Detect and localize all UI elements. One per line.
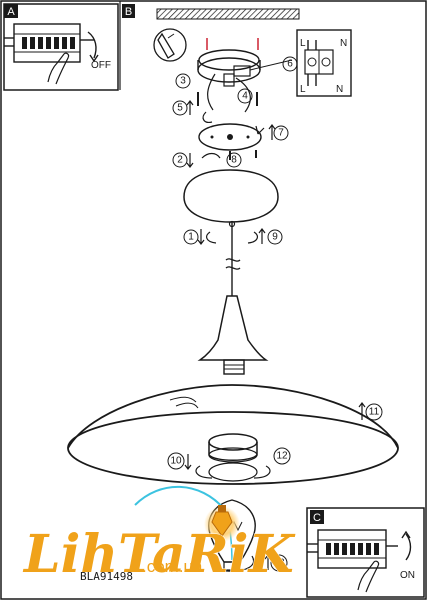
svg-text:9: 9 xyxy=(272,232,278,243)
panel-a-letter: A xyxy=(7,6,15,18)
canopy-dome xyxy=(183,169,279,223)
panel-c-frame xyxy=(306,507,425,598)
retaining-ring xyxy=(208,462,258,482)
pendant-illustration xyxy=(134,485,240,561)
rotate-arrow-5 xyxy=(202,111,213,123)
rotate-arrow-10 xyxy=(195,465,213,479)
panel-a-letter-box xyxy=(4,4,18,18)
rotate-arrow-12 xyxy=(253,465,271,479)
socket-holder xyxy=(197,295,269,375)
step-3: 3 xyxy=(175,73,191,89)
terminal-n-top: N xyxy=(340,38,347,49)
bracket-screws xyxy=(197,92,258,106)
step-8: 8 xyxy=(226,152,242,168)
breaker-bank-c xyxy=(307,529,398,569)
off-label: OFF xyxy=(91,60,111,71)
breaker-bank-a xyxy=(4,23,94,63)
terminal-block: L N L N xyxy=(296,29,352,97)
step-7: 7 xyxy=(273,125,289,141)
rotate-arrow-1 xyxy=(206,231,217,244)
svg-text:12: 12 xyxy=(276,451,288,462)
step-11: 11 xyxy=(365,403,383,421)
product-code: BLA91498 xyxy=(80,570,133,583)
panel-b-letter: B xyxy=(125,6,132,18)
svg-text:1: 1 xyxy=(188,232,194,243)
watermark-domain: .com.ua xyxy=(142,557,203,576)
panel-a-frame xyxy=(3,3,119,91)
terminal-n-bottom: N xyxy=(336,84,343,95)
cable-break xyxy=(225,258,241,262)
step-numbers: 3 4 6 5 7 2 8 1 9 11 10 12 13 xyxy=(167,56,383,572)
shade-ring xyxy=(208,433,258,463)
hand-icon-c xyxy=(357,560,380,593)
svg-text:4: 4 xyxy=(242,91,248,102)
callout-line xyxy=(249,59,293,71)
rotate-arrow-9 xyxy=(247,231,258,244)
lamp-shade xyxy=(67,384,399,485)
step-9: 9 xyxy=(267,229,283,245)
watermark-brand: LihTaRiK xyxy=(22,524,296,585)
svg-text:3: 3 xyxy=(180,76,186,87)
svg-text:10: 10 xyxy=(170,456,182,467)
hand-icon xyxy=(47,52,70,85)
canopy-plate xyxy=(198,123,262,151)
step-10: 10 xyxy=(167,452,185,470)
step-4: 4 xyxy=(237,88,253,104)
up-arrow-7 xyxy=(255,125,265,135)
step-1: 1 xyxy=(183,229,199,245)
rotate-arrow-2 xyxy=(201,152,221,159)
terminal-l-bottom: L xyxy=(300,84,306,95)
svg-text:8: 8 xyxy=(231,155,237,166)
wire-right xyxy=(235,77,251,113)
ceiling-bracket xyxy=(197,49,261,87)
svg-text:5: 5 xyxy=(177,103,183,114)
wire-left xyxy=(207,73,216,111)
curved-arrow-up-icon xyxy=(405,533,412,561)
ceiling-hatch xyxy=(156,8,300,20)
svg-text:6: 6 xyxy=(287,59,293,70)
panel-c: C ON xyxy=(306,507,425,598)
svg-text:11: 11 xyxy=(369,407,380,418)
step-6: 6 xyxy=(282,56,298,72)
rotate-arrow-13 xyxy=(210,555,255,572)
step-2: 2 xyxy=(172,152,188,168)
panel-b-letter-box xyxy=(122,4,135,18)
panel-a: A OFF xyxy=(3,3,119,91)
drill-icon xyxy=(153,28,187,62)
step-12: 12 xyxy=(273,447,291,465)
panel-c-letter-box xyxy=(310,510,324,524)
svg-text:7: 7 xyxy=(278,128,284,139)
direction-arrows xyxy=(184,100,366,570)
curved-arrow-icon xyxy=(87,31,97,59)
on-label: ON xyxy=(400,570,415,581)
svg-text:13: 13 xyxy=(273,558,285,569)
step-13: 13 xyxy=(270,554,288,572)
ceiling-screws xyxy=(206,38,259,50)
svg-text:2: 2 xyxy=(177,155,183,166)
panel-c-letter: C xyxy=(313,512,321,524)
terminal-l-top: L xyxy=(300,38,306,49)
step-5: 5 xyxy=(172,100,188,116)
